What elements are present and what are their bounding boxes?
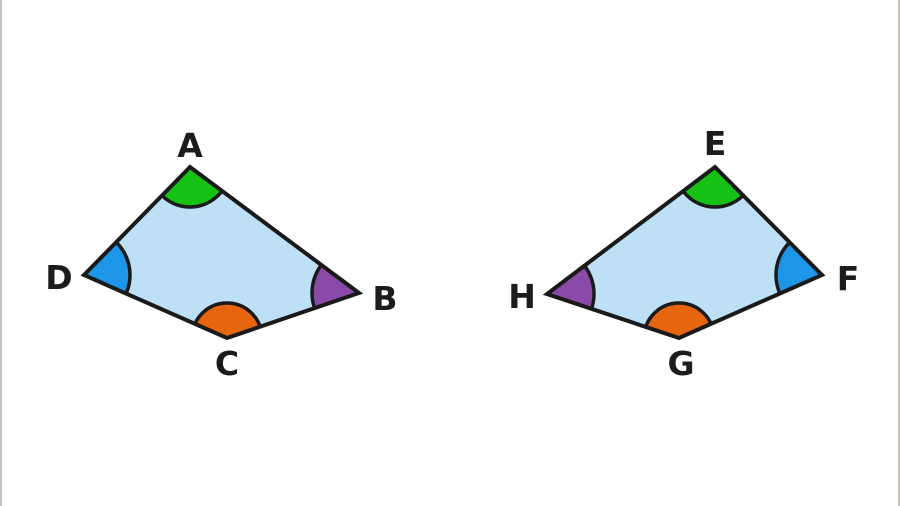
vertex-label-e: E [704,124,727,163]
vertex-label-b: B [372,279,397,318]
vertex-label-g: G [667,344,694,383]
quadrilateral-efgh-outline [542,164,826,341]
vertex-label-f: F [837,259,860,298]
vertex-label-d: D [45,258,72,297]
quadrilateral-abcd-outline [80,164,364,341]
angle-c-marker [190,301,264,338]
quadrilateral-efgh-fill [547,167,822,338]
quadrilateral-efgh: E F G H [508,124,860,383]
vertex-label-c: C [215,344,239,383]
vertex-label-a: A [177,126,203,165]
vertex-label-h: H [508,277,536,316]
angle-g-marker [642,301,716,338]
quadrilateral-abcd: A B C D [45,126,397,383]
quadrilateral-abcd-fill [84,167,359,338]
